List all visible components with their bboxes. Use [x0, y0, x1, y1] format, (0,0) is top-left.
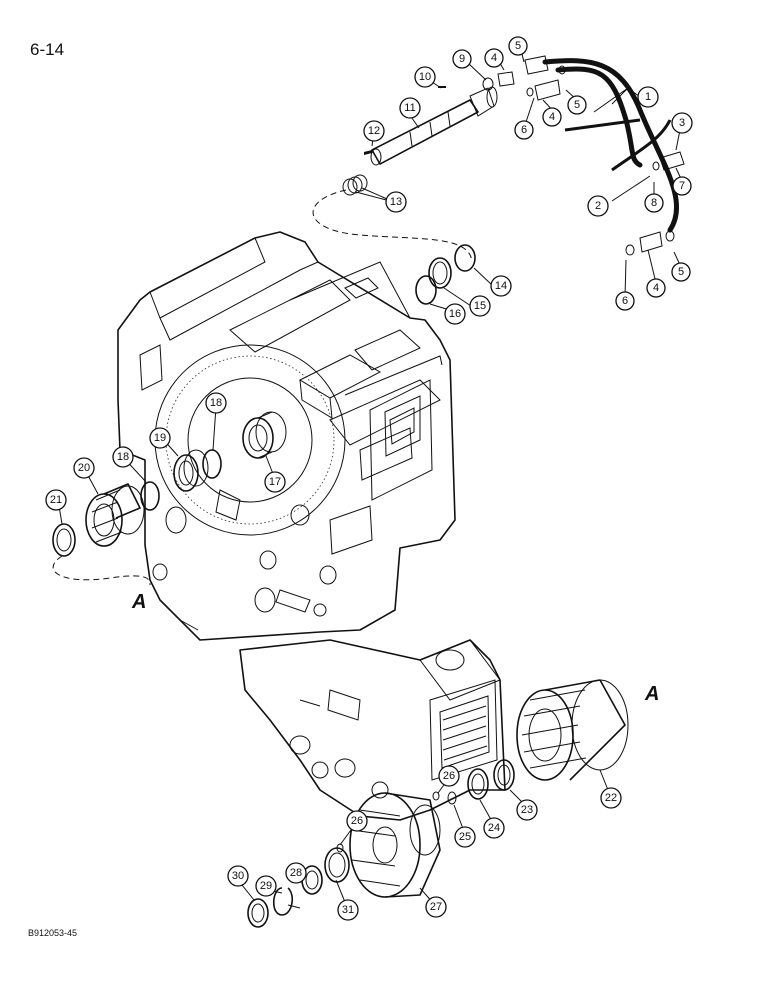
svg-text:26: 26 — [443, 770, 455, 782]
bearing-17 — [242, 411, 287, 459]
callout-9: 9 — [452, 49, 472, 69]
fittings — [482, 55, 685, 256]
callout-28: 28 — [285, 862, 307, 884]
callout-23: 23 — [516, 799, 538, 821]
svg-text:5: 5 — [574, 99, 580, 111]
callout-12: 12 — [363, 120, 385, 142]
callout-15: 15 — [469, 295, 491, 317]
svg-text:30: 30 — [232, 870, 244, 882]
svg-text:6: 6 — [622, 295, 628, 307]
svg-text:22: 22 — [605, 792, 617, 804]
callout-24: 24 — [483, 817, 505, 839]
callout-26b: 26 — [346, 810, 368, 832]
svg-text:1: 1 — [645, 91, 651, 103]
callout-3: 3 — [671, 112, 693, 134]
svg-text:4: 4 — [653, 282, 659, 294]
callout-8: 8 — [644, 193, 664, 213]
callout-14: 14 — [490, 275, 512, 297]
callout-5b: 5 — [567, 95, 587, 115]
svg-text:11: 11 — [404, 102, 415, 114]
svg-text:31: 31 — [342, 904, 354, 916]
callout-16: 16 — [444, 303, 466, 325]
svg-text:4: 4 — [491, 52, 497, 64]
clutch-pack-22 — [516, 679, 629, 781]
svg-text:15: 15 — [474, 300, 486, 312]
svg-text:27: 27 — [430, 901, 442, 913]
callout-22: 22 — [600, 787, 622, 809]
svg-text:24: 24 — [488, 822, 500, 834]
manifold-shaft — [364, 86, 498, 166]
snap-rings-18-19 — [140, 449, 222, 511]
svg-text:12: 12 — [368, 125, 380, 137]
callout-18b: 18 — [112, 446, 134, 468]
callout-18: 18 — [205, 392, 227, 414]
callout-26: 26 — [438, 765, 460, 787]
svg-text:23: 23 — [521, 804, 533, 816]
callout-7: 7 — [672, 176, 692, 196]
reference-letter-a-left: A — [131, 591, 146, 613]
washers-23-25 — [447, 759, 515, 805]
callout-4: 4 — [484, 48, 504, 68]
assembly-path-left — [52, 555, 151, 586]
rings-14-16 — [415, 244, 476, 305]
callout-31: 31 — [337, 899, 359, 921]
svg-text:13: 13 — [390, 196, 402, 208]
callout-4b: 4 — [542, 107, 562, 127]
svg-text:25: 25 — [459, 831, 471, 843]
svg-text:16: 16 — [449, 308, 461, 320]
hydraulic-tubes — [542, 58, 680, 233]
seal-rings-13 — [342, 174, 368, 196]
callout-13: 13 — [385, 191, 407, 213]
callout-6: 6 — [514, 120, 534, 140]
svg-text:19: 19 — [154, 432, 166, 444]
svg-text:26: 26 — [351, 815, 363, 827]
callout-25: 25 — [454, 826, 476, 848]
svg-text:4: 4 — [549, 111, 555, 123]
callout-4c: 4 — [646, 278, 666, 298]
gear-20 — [85, 483, 145, 547]
ring-21 — [52, 523, 76, 557]
svg-text:9: 9 — [459, 53, 465, 65]
callout-6b: 6 — [615, 291, 635, 311]
svg-text:8: 8 — [651, 197, 657, 209]
callout-27: 27 — [425, 896, 447, 918]
page-number: 6-14 — [30, 40, 65, 59]
gear-27 — [349, 792, 441, 898]
callout-17: 17 — [264, 471, 286, 493]
callout-11: 11 — [399, 97, 421, 119]
svg-text:21: 21 — [50, 494, 62, 506]
callout-5c: 5 — [671, 262, 691, 282]
callout-2: 2 — [587, 195, 609, 217]
callout-5: 5 — [508, 36, 528, 56]
svg-text:14: 14 — [495, 280, 507, 292]
svg-text:6: 6 — [521, 124, 527, 136]
svg-text:2: 2 — [595, 200, 601, 212]
callout-21: 21 — [45, 489, 67, 511]
reference-letter-a-right: A — [644, 683, 659, 705]
callout-19: 19 — [149, 427, 171, 449]
svg-text:5: 5 — [515, 40, 521, 52]
svg-text:18: 18 — [117, 451, 129, 463]
callout-30: 30 — [227, 865, 249, 887]
svg-text:20: 20 — [78, 462, 90, 474]
svg-text:28: 28 — [290, 867, 302, 879]
svg-text:17: 17 — [269, 476, 281, 488]
callout-29: 29 — [255, 875, 277, 897]
figure-id: B912053-45 — [28, 928, 78, 938]
svg-text:18: 18 — [210, 397, 222, 409]
svg-text:7: 7 — [679, 180, 685, 192]
callout-20: 20 — [73, 457, 95, 479]
svg-text:3: 3 — [679, 117, 685, 129]
svg-text:29: 29 — [260, 880, 272, 892]
transmission-housing — [117, 231, 506, 821]
callout-1: 1 — [637, 86, 659, 108]
svg-text:10: 10 — [419, 71, 431, 83]
callout-10: 10 — [414, 66, 436, 88]
svg-text:5: 5 — [678, 266, 684, 278]
assembly-path-upper — [312, 189, 473, 263]
